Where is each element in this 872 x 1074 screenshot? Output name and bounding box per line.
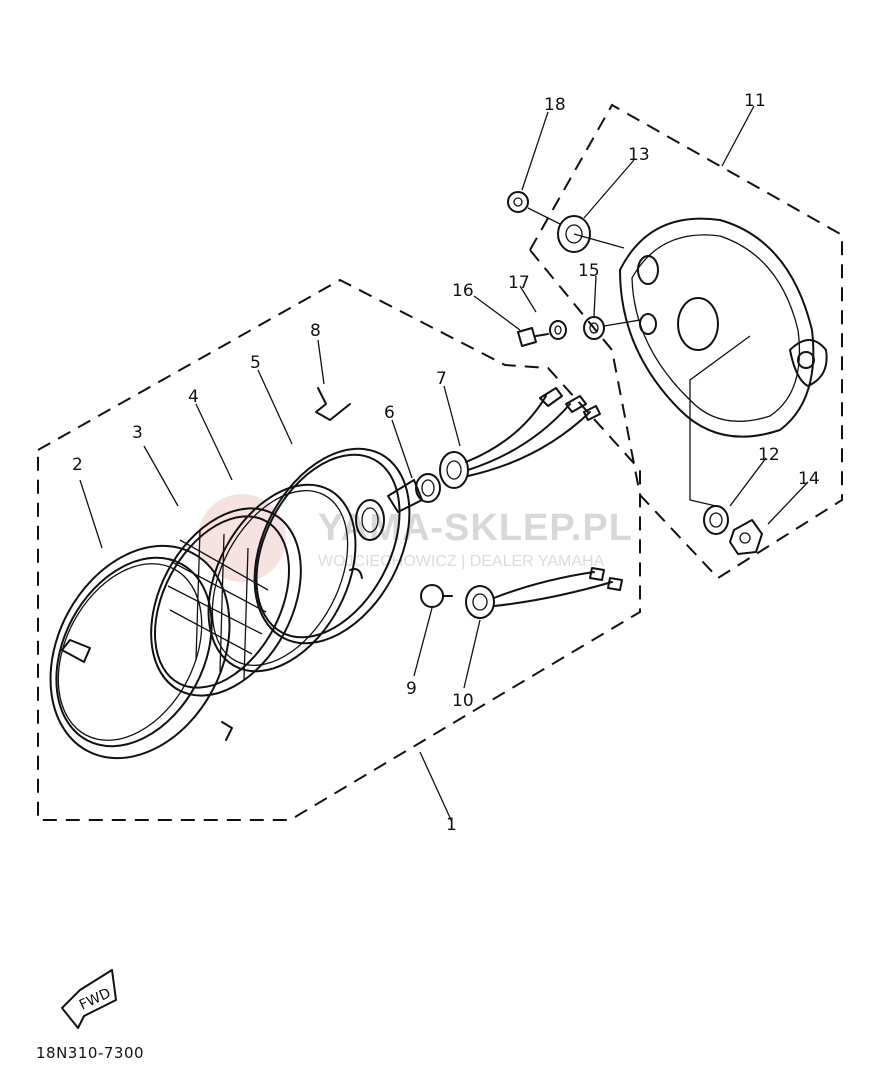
bulb-socket-cord bbox=[439, 387, 601, 489]
washer-17 bbox=[549, 320, 567, 340]
callout-15: 15 bbox=[578, 261, 600, 281]
auxiliary-bulb bbox=[420, 584, 453, 608]
headlight-rim bbox=[49, 544, 233, 760]
reflector-ring bbox=[253, 447, 411, 645]
leader-lines bbox=[79, 105, 809, 823]
callout-3: 3 bbox=[132, 423, 143, 443]
watermark-main-text: YAMA-SKLEP.PL bbox=[318, 507, 633, 549]
callout-16: 16 bbox=[452, 281, 474, 301]
nut-hole bbox=[739, 532, 751, 544]
grommet-13 bbox=[557, 215, 625, 253]
callout-5: 5 bbox=[250, 353, 261, 373]
callout-13: 13 bbox=[628, 145, 650, 165]
callout-4: 4 bbox=[188, 387, 199, 407]
assembly-boundary-1 bbox=[37, 278, 641, 821]
callout-11: 11 bbox=[744, 91, 766, 111]
assembly-boundary-11 bbox=[528, 103, 843, 580]
watermark-sub-text: WOJCIECHOWICZ | DEALER YAMAHA bbox=[318, 553, 605, 570]
callout-2: 2 bbox=[72, 455, 83, 475]
collar-18 bbox=[507, 191, 561, 225]
nut bbox=[729, 519, 763, 555]
callout-9: 9 bbox=[406, 679, 417, 699]
spring-clip bbox=[315, 387, 351, 421]
part-code: 18N310-7300 bbox=[36, 1044, 145, 1062]
callout-6: 6 bbox=[384, 403, 395, 423]
callout-17: 17 bbox=[508, 273, 530, 293]
callout-14: 14 bbox=[798, 469, 820, 489]
callout-12: 12 bbox=[758, 445, 780, 465]
grommet-inner bbox=[709, 512, 723, 528]
callout-10: 10 bbox=[452, 691, 474, 711]
bolt-16 bbox=[517, 327, 549, 347]
callout-8: 8 bbox=[310, 321, 321, 341]
callout-7: 7 bbox=[436, 369, 447, 389]
headlight-body-shell bbox=[619, 217, 828, 438]
callout-18: 18 bbox=[544, 95, 566, 115]
auxiliary-socket-cord bbox=[465, 567, 623, 619]
gasket-ring bbox=[207, 483, 357, 673]
callout-1: 1 bbox=[446, 815, 457, 835]
fwd-arrow-icon: FWD bbox=[61, 969, 117, 1029]
nut-15 bbox=[583, 316, 641, 340]
grommet bbox=[703, 505, 729, 535]
headlight-bulb bbox=[387, 473, 441, 513]
